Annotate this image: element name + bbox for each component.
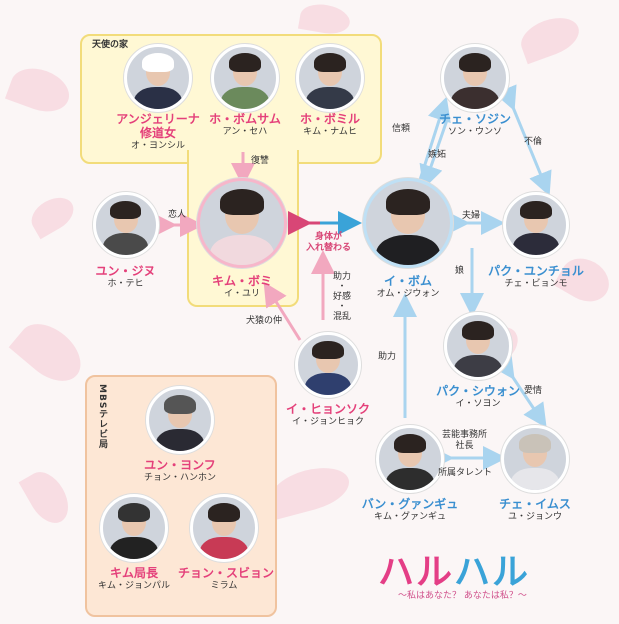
avatar-yun-jinu [92, 192, 159, 258]
actor-yun-yonfu: チョン・ハンホン [143, 473, 216, 483]
name-che-imusu: チェ・イムス [499, 497, 571, 511]
avatar-che-sojin [441, 44, 509, 112]
link-hyunseok-bomi-kenen [263, 281, 302, 341]
name-park-siwon: パク・シウォン [436, 384, 520, 398]
avatar-yun-yonfu [146, 386, 214, 454]
person-ho-bomil[interactable]: ホ・ボミル キム・ナムヒ [285, 44, 375, 138]
name-kim-kyokucho: キム局長 [109, 566, 158, 580]
rel-koibito: 恋人 [168, 210, 187, 220]
group-label-angel-house: 天使の家 [92, 40, 129, 50]
name-che-sojin: チェ・ソジン [438, 112, 511, 126]
name-park-yongcheol: パク・ユンチョル [488, 264, 584, 278]
person-kim-kyokucho[interactable]: キム局長 キム・ジョンパル [88, 494, 180, 592]
rel-furin: 不倫 [524, 137, 543, 147]
avatar-kim-kyokucho [100, 494, 168, 562]
actor-che-sojin: ソン・ウンソ [447, 127, 502, 137]
name-lee-hyunseok: イ・ヒョンソク [285, 402, 370, 416]
person-chon-subin[interactable]: チョン・スビョン ミラム [178, 494, 275, 592]
rel-kenen: 犬猿の仲 [246, 316, 283, 326]
actor-yun-jinu: ホ・テヒ [107, 279, 144, 289]
person-kim-bomi[interactable]: キム・ボミ イ・ユリ [192, 178, 292, 300]
avatar-che-imusu [501, 425, 569, 493]
actor-lee-bom: オム・ジウォン [376, 289, 440, 299]
actor-kim-kyokucho: キム・ジョンパル [97, 581, 170, 591]
person-bang-gwangyu[interactable]: バン・グァンギュ キム・グァンギュ [360, 425, 460, 523]
name-kim-bomi: キム・ボミ [211, 274, 272, 288]
person-yun-jinu[interactable]: ユン・ジヌ ホ・テヒ [88, 192, 163, 290]
person-che-imusu[interactable]: チェ・イムス ユ・ジョンウ [490, 425, 580, 523]
avatar-ho-bomil [296, 44, 364, 112]
rel-joryoku: 助力 [378, 352, 397, 362]
rel-shacho: 芸能事務所 社長 [442, 430, 488, 451]
name-yun-yonfu: ユン・ヨンフ [144, 458, 216, 472]
name-bang-gwangyu: バン・グァンギュ [361, 497, 459, 511]
actor-che-imusu: ユ・ジョンウ [507, 512, 562, 522]
actor-park-siwon: イ・ソヨン [455, 399, 501, 409]
avatar-bang-gwangyu [376, 425, 444, 493]
name-angelina-2: 修道女 [139, 126, 176, 140]
person-lee-hyunseok[interactable]: イ・ヒョンソク イ・ジョンヒョク [278, 332, 378, 428]
drama-subtitle: ～私はあなた？ あなたは私？～ [398, 591, 527, 601]
avatar-park-yongcheol [503, 192, 569, 258]
title-part2: ハル [454, 552, 531, 593]
rel-karada: 身体が 入れ替わる [306, 232, 352, 253]
rel-musume: 娘 [455, 266, 465, 276]
actor-chon-subin: ミラム [210, 581, 238, 591]
title-part1: ハル [378, 552, 455, 593]
rel-aijo: 愛情 [524, 386, 543, 396]
drama-title: ハルハル [378, 543, 530, 595]
person-che-sojin[interactable]: チェ・ソジン ソン・ウンソ [430, 44, 520, 138]
avatar-kim-bomi [197, 178, 287, 268]
name-ho-bomil: ホ・ボミル [299, 112, 360, 126]
person-ho-bomsam[interactable]: ホ・ボムサム アン・セハ [200, 44, 290, 138]
name-yun-jinu: ユン・ジヌ [95, 264, 156, 278]
rel-shitto: 嫉妬 [428, 150, 447, 160]
rel-fukushu: 復讐 [251, 156, 270, 166]
actor-bang-gwangyu: キム・グァンギュ [373, 512, 446, 522]
actor-kim-bomi: イ・ユリ [223, 289, 260, 299]
avatar-chon-subin [190, 494, 258, 562]
name-chon-subin: チョン・スビョン [178, 566, 275, 580]
person-park-yongcheol[interactable]: パク・ユンチョル チェ・ビョンモ [486, 192, 586, 290]
avatar-lee-bom [363, 178, 453, 268]
rel-shozoku: 所属タレント [438, 468, 493, 478]
name-angelina-1: アンジェリーナ [116, 112, 200, 126]
avatar-angelina [124, 44, 192, 112]
group-label-mbs: MBSテレビ局 [97, 384, 107, 450]
rel-fufu: 夫婦 [462, 211, 481, 221]
actor-lee-hyunseok: イ・ジョンヒョク [291, 417, 364, 427]
person-park-siwon[interactable]: パク・シウォン イ・ソヨン [428, 312, 528, 410]
actor-ho-bomsam: アン・セハ [222, 127, 268, 137]
avatar-park-siwon [444, 312, 512, 380]
actor-ho-bomil: キム・ナムヒ [303, 127, 357, 137]
link-siwon-imusu [491, 353, 547, 428]
rel-shinrai: 信頼 [392, 124, 411, 134]
link-sojin-park [494, 84, 552, 197]
person-yun-yonfu[interactable]: ユン・ヨンフ チョン・ハンホン [130, 386, 230, 484]
rel-jokan: 助力 ・ 好感 ・ 混乱 [333, 272, 352, 322]
link-sojin-bom-2 [419, 119, 449, 190]
avatar-ho-bomsam [211, 44, 279, 112]
name-lee-bom: イ・ボム [383, 274, 432, 288]
avatar-lee-hyunseok [295, 332, 361, 398]
name-ho-bomsam: ホ・ボムサム [209, 112, 281, 126]
actor-park-yongcheol: チェ・ビョンモ [504, 279, 568, 289]
person-angelina[interactable]: アンジェリーナ 修道女 オ・ヨンシル [108, 44, 208, 152]
actor-angelina: オ・ヨンシル [130, 141, 185, 151]
person-lee-bom[interactable]: イ・ボム オム・ジウォン [358, 178, 458, 300]
